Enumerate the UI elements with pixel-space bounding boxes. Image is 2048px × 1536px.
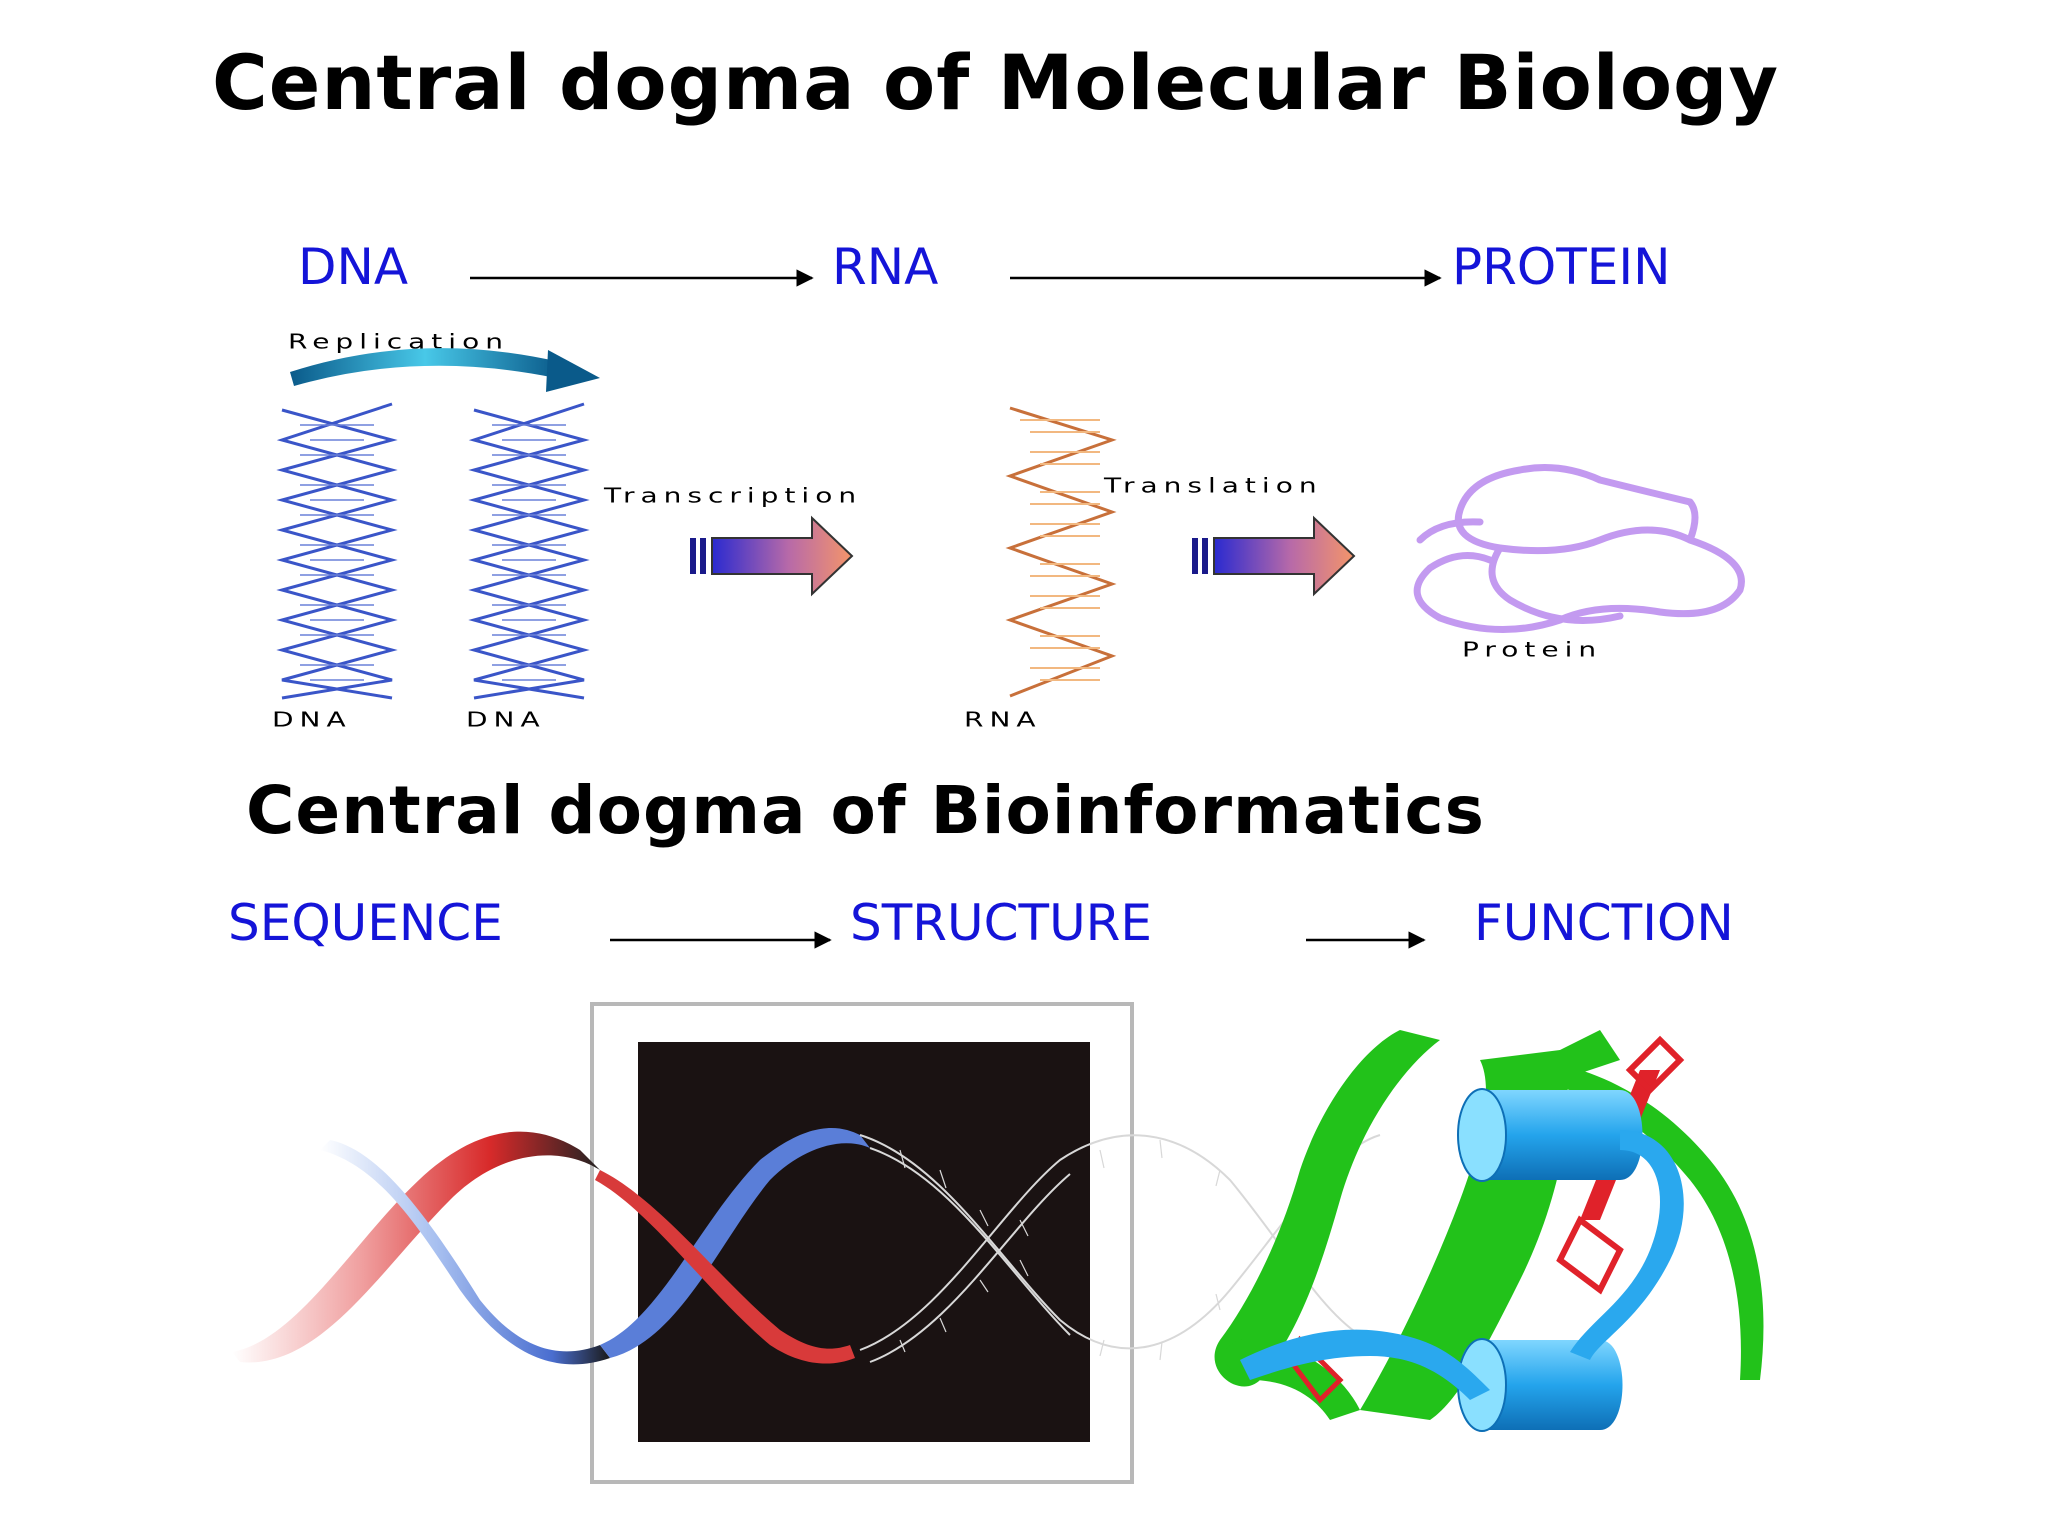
translation-arrow-icon [1192,515,1356,597]
protein-coil-icon [1413,464,1745,633]
caption-translation: Translation [1104,474,1323,498]
caption-rna: RNA [964,708,1042,732]
caption-dna-left: DNA [272,708,352,732]
protein-3d-structure-icon [1214,1030,1764,1432]
dna-helix-left-icon [276,402,398,700]
title-bioinformatics: Central dogma of Bioinformatics [246,772,1485,849]
transcription-arrow-icon [690,515,854,597]
flow-label-protein: PROTEIN [1452,238,1671,296]
caption-protein: Protein [1462,638,1603,662]
dna-helix-right-icon [468,402,590,700]
caption-dna-right: DNA [466,708,546,732]
double-helix-ribbon-icon [232,1127,870,1365]
flow-label-dna: DNA [298,238,409,296]
rna-strand-icon [1005,406,1117,698]
caption-transcription: Transcription [604,484,863,508]
replication-arrow-icon [290,348,600,392]
flow-label-rna: RNA [832,238,939,296]
title-molecular-biology: Central dogma of Molecular Biology [212,38,1779,127]
flow-label-structure: STRUCTURE [850,894,1153,952]
flow-label-function: FUNCTION [1474,894,1734,952]
flow-label-sequence: SEQUENCE [228,894,503,952]
caption-replication: Replication [288,330,509,354]
